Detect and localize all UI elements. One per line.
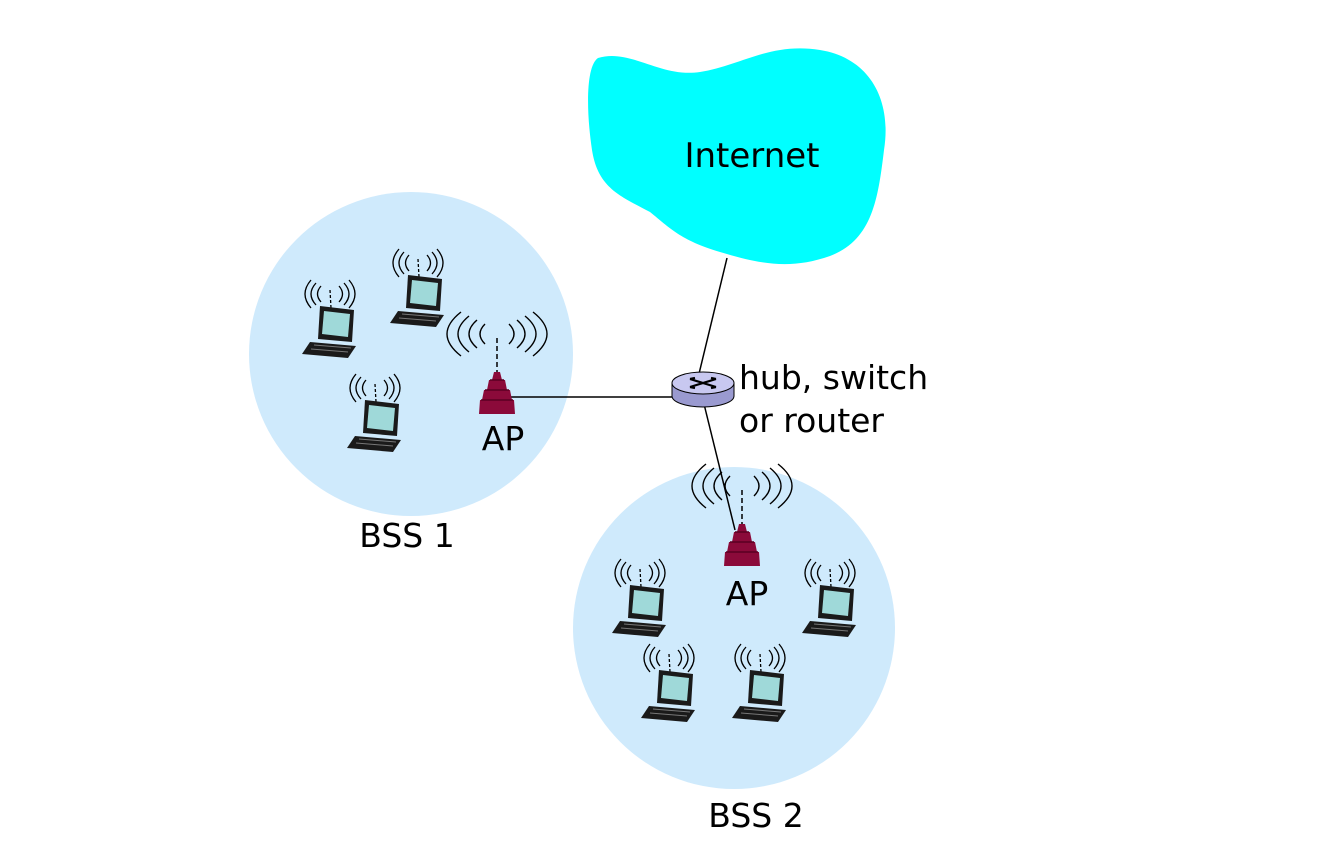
link-router-internet [696,257,728,383]
bss1-coverage-area [249,192,573,516]
cloud-icon [588,48,886,265]
internet-label: Internet [684,136,819,176]
ap1-label: AP [482,419,524,458]
router-label-line2: or router [739,401,884,440]
router-label-line1: hub, switch [739,358,928,397]
router-icon [671,371,735,408]
bss1-label: BSS 1 [359,516,454,555]
link-router-ap2 [703,403,736,531]
bss2-label: BSS 2 [708,796,803,835]
ap2-label: AP [726,574,768,613]
